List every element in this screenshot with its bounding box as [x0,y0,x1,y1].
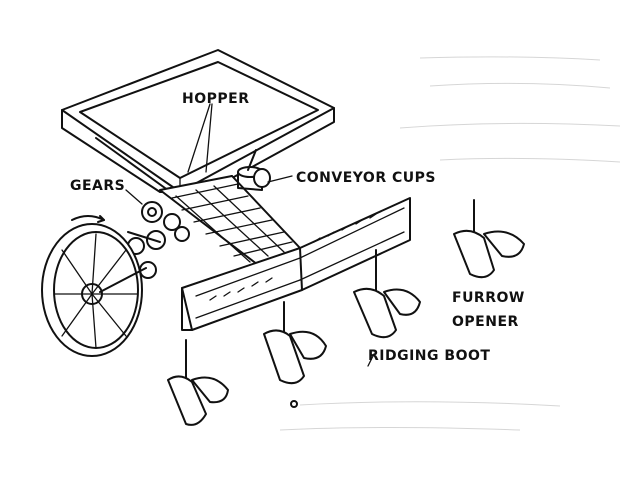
frame [181,197,411,331]
ridging-boot-rear-center [353,249,421,339]
ridging-boot-front-center [263,301,327,385]
drive-wheel [41,215,147,357]
conveyor [159,149,301,269]
label-furrow-opener-line1: FURROW [452,290,525,306]
label-gears: GEARS [70,178,125,194]
small-part [290,400,298,408]
hopper [61,49,335,197]
furrow-opener [453,199,525,279]
label-furrow-opener-line2: OPENER [452,314,519,330]
label-hopper: HOPPER [182,91,249,107]
bleed-through-background [279,56,621,431]
label-ridging-boot: RIDGING BOOT [368,348,490,364]
leader-lines [125,103,375,367]
conveyor-cups [237,149,271,191]
label-conveyor-cups: CONVEYOR CUPS [296,170,436,186]
ridging-boot-front-left [167,339,229,426]
